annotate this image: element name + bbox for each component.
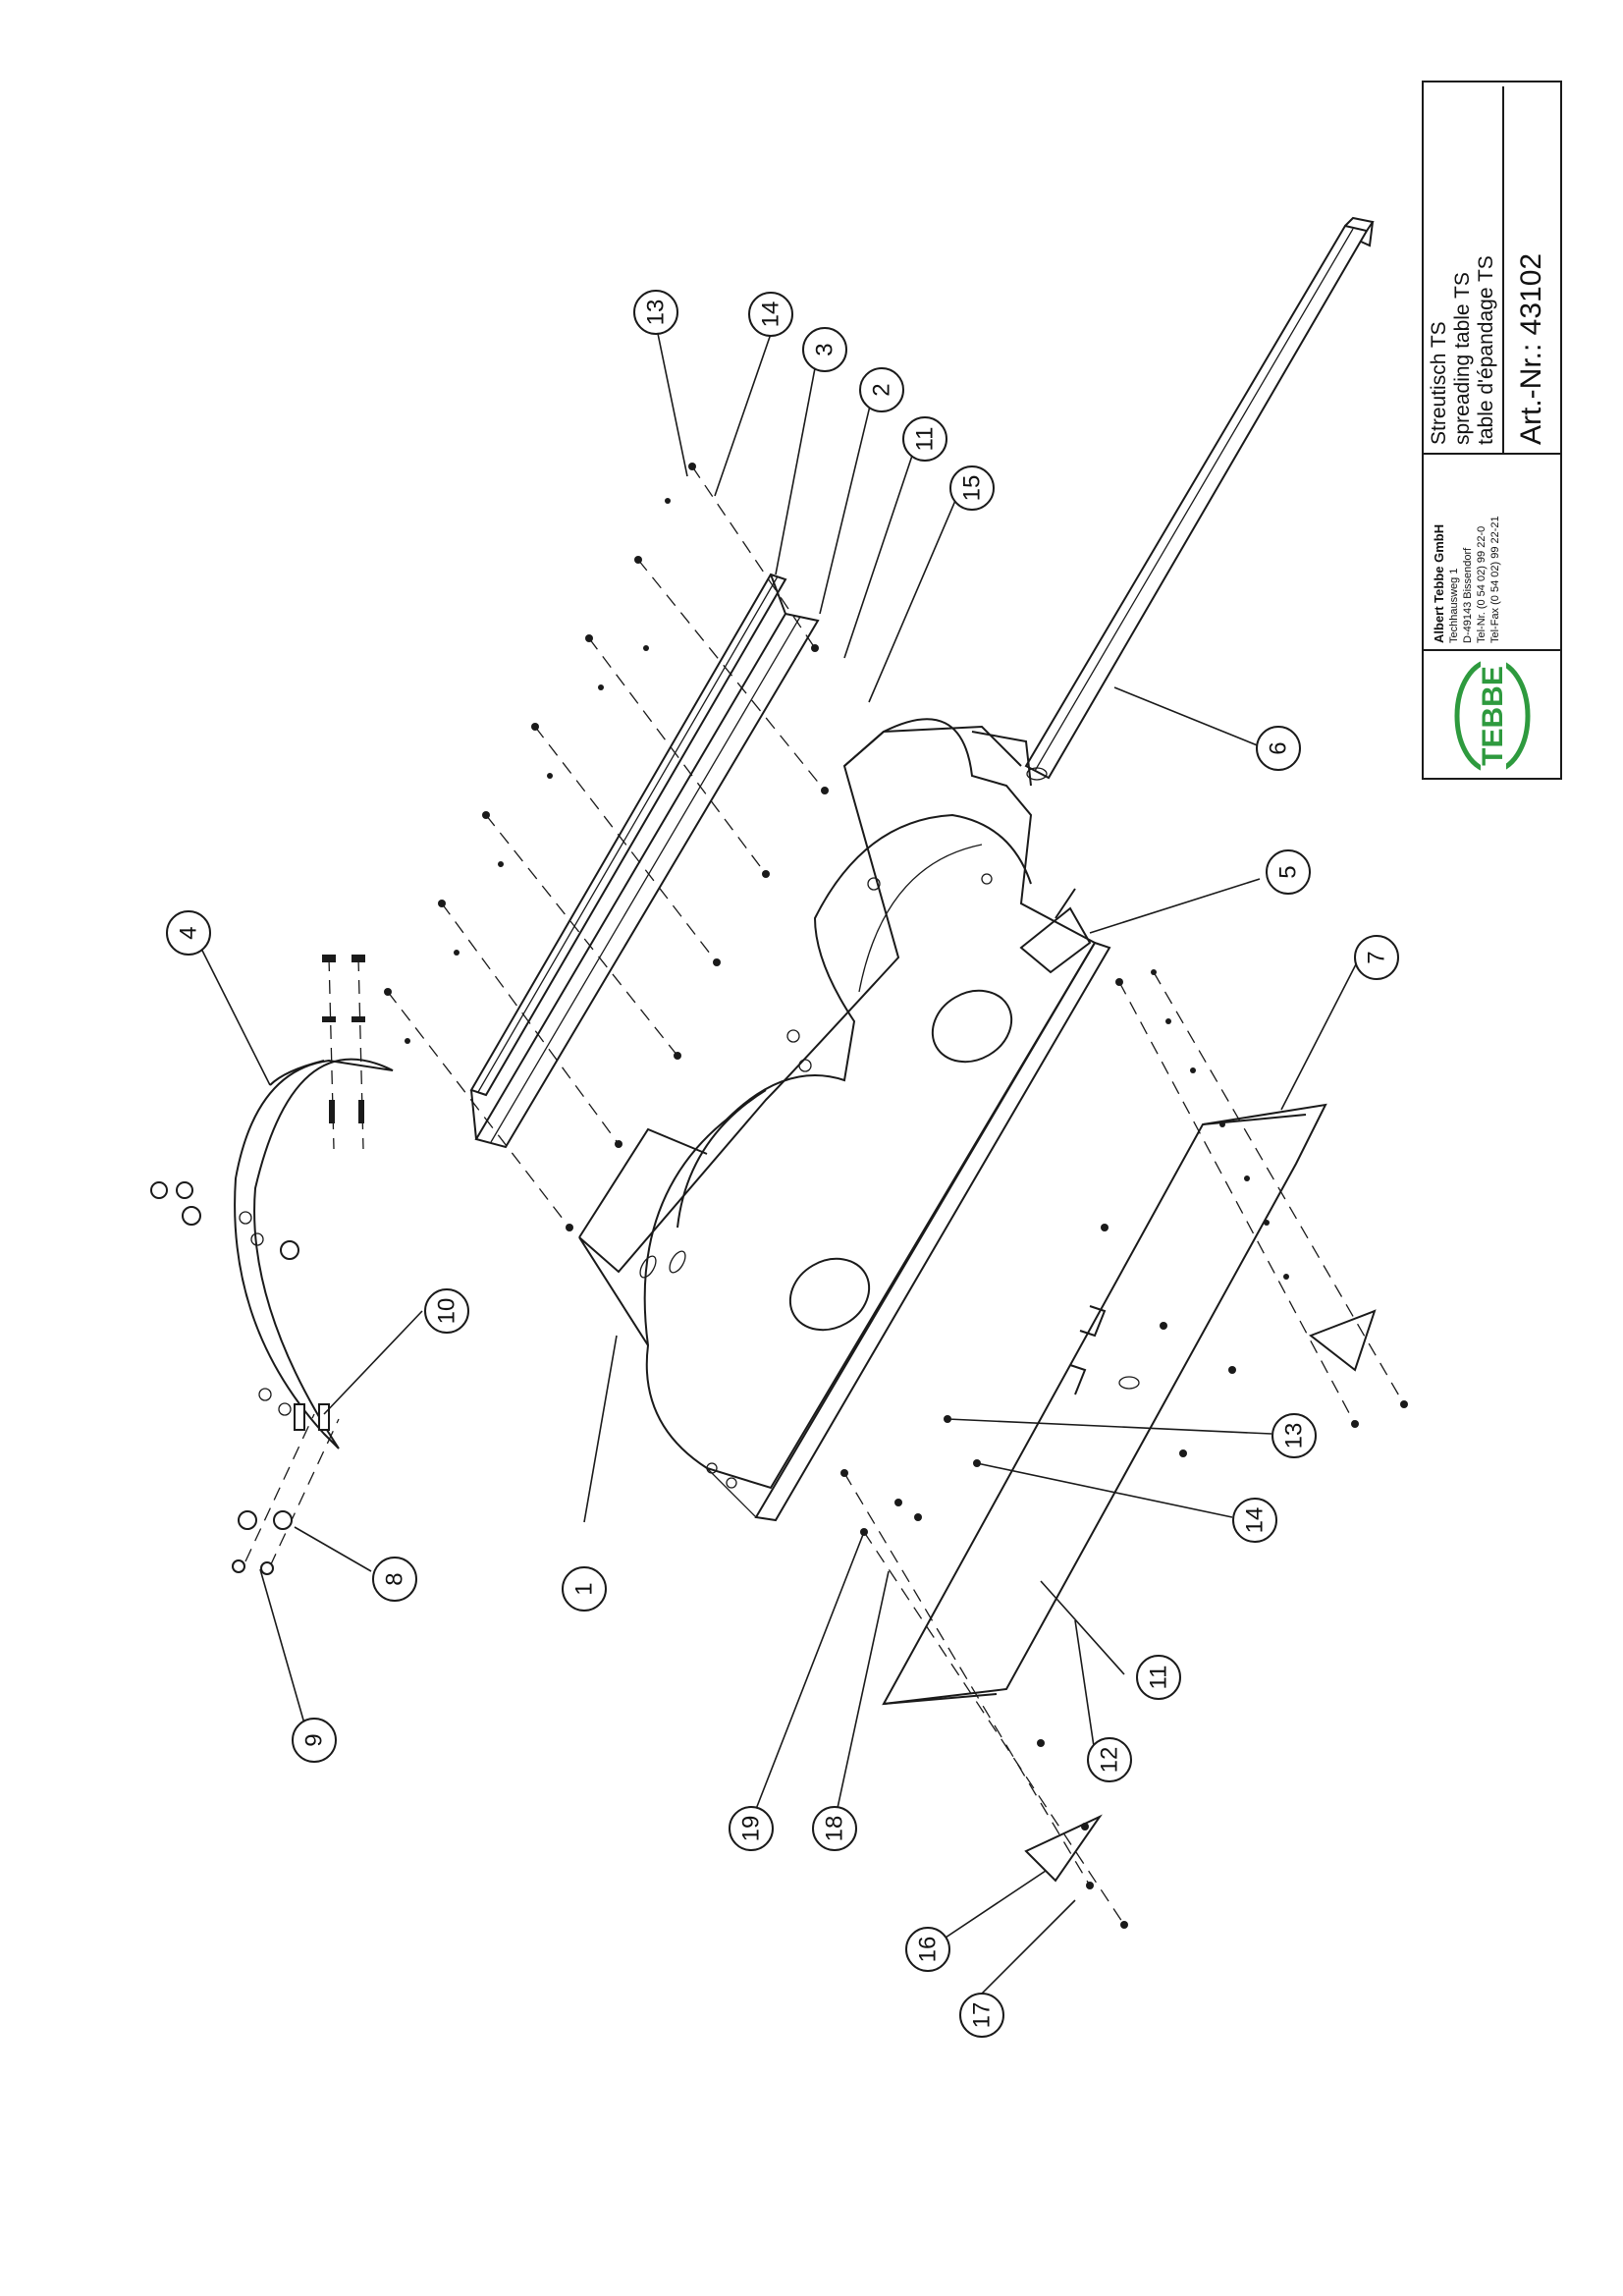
callout-6: 6 (1256, 726, 1301, 771)
callout-11-top: 11 (902, 416, 947, 462)
company-cell: Albert Tebbe GmbH Techhausweg 1 D-49143 … (1424, 453, 1562, 649)
callout-7: 7 (1354, 935, 1399, 980)
svg-text:12: 12 (1097, 1747, 1123, 1774)
svg-text:14: 14 (758, 301, 784, 328)
callout-14-bottom: 14 (1232, 1498, 1277, 1543)
svg-text:13: 13 (643, 300, 670, 326)
svg-text:4: 4 (176, 926, 202, 939)
svg-text:10: 10 (434, 1298, 460, 1325)
callout-18: 18 (812, 1806, 857, 1851)
svg-text:5: 5 (1275, 865, 1302, 878)
callout-2: 2 (859, 367, 904, 412)
svg-text:6: 6 (1266, 741, 1292, 754)
tebbe-logo: TEBBE (1454, 657, 1531, 774)
title-block: TEBBE Albert Tebbe GmbH Techhausweg 1 D-… (1422, 81, 1562, 782)
svg-text:15: 15 (959, 475, 986, 502)
callout-13-top: 13 (633, 290, 678, 335)
svg-text:7: 7 (1364, 951, 1390, 963)
hardware-axes (150, 463, 1408, 1929)
part-front-skirt (882, 1103, 1327, 1706)
svg-text:9: 9 (301, 1733, 328, 1746)
svg-text:16: 16 (915, 1937, 942, 1963)
svg-text:8: 8 (382, 1572, 408, 1585)
svg-text:TEBBE: TEBBE (1477, 666, 1509, 766)
company-phone: Tel-Nr. (0 54 02) 99 22-0 (1476, 525, 1488, 643)
article-number: Art.-Nr.: 43102 (1515, 252, 1547, 445)
callout-4: 4 (166, 910, 211, 956)
callout-19: 19 (729, 1806, 774, 1851)
callout-8: 8 (372, 1557, 417, 1602)
callouts: 13 14 3 2 11 15 6 5 7 4 10 8 9 1 13 14 1… (166, 290, 1399, 2038)
callout-10: 10 (424, 1288, 469, 1334)
svg-text:19: 19 (738, 1816, 765, 1842)
part-angle-profiles (469, 573, 820, 1149)
svg-text:11: 11 (1146, 1666, 1172, 1690)
svg-text:11: 11 (912, 427, 939, 452)
callout-17: 17 (959, 1993, 1004, 2038)
description-en: spreading table TS (1451, 272, 1474, 445)
description-cell: Streutisch TS spreading table TS table d… (1424, 86, 1562, 453)
callout-16: 16 (905, 1927, 950, 1972)
description-de: Streutisch TS (1428, 321, 1450, 445)
svg-text:14: 14 (1242, 1507, 1269, 1534)
svg-text:13: 13 (1281, 1423, 1308, 1449)
callout-12: 12 (1087, 1737, 1132, 1782)
logo-cell: TEBBE (1424, 649, 1562, 782)
part-main-table (578, 718, 1111, 1522)
svg-text:2: 2 (869, 383, 895, 396)
leader-lines (188, 323, 1358, 2004)
part-deflector (234, 1058, 394, 1449)
part-bracket (1019, 888, 1092, 974)
callout-11-bottom: 11 (1136, 1655, 1181, 1700)
callout-3: 3 (802, 327, 847, 372)
company-street: Techhausweg 1 (1448, 568, 1460, 643)
company-fax: Tel-Fax (0 54 02) 99 22-21 (1489, 516, 1501, 643)
nut-group-bottom (232, 1403, 340, 1575)
callout-14-top: 14 (748, 292, 793, 337)
part-bar (1024, 216, 1375, 781)
svg-text:17: 17 (969, 2002, 996, 2029)
nut-group-top (150, 1181, 299, 1260)
svg-text:1: 1 (571, 1582, 598, 1595)
svg-text:3: 3 (812, 343, 839, 355)
callout-13-bottom: 13 (1271, 1413, 1317, 1458)
callout-1: 1 (562, 1566, 607, 1612)
callout-9: 9 (292, 1718, 337, 1763)
company-name: Albert Tebbe GmbH (1432, 523, 1446, 643)
description-fr: table d'épandage TS (1475, 255, 1497, 445)
callout-15: 15 (949, 465, 995, 511)
company-city: D-49143 Bissendorf (1462, 547, 1474, 643)
svg-text:18: 18 (822, 1816, 848, 1842)
callout-5: 5 (1266, 849, 1311, 895)
